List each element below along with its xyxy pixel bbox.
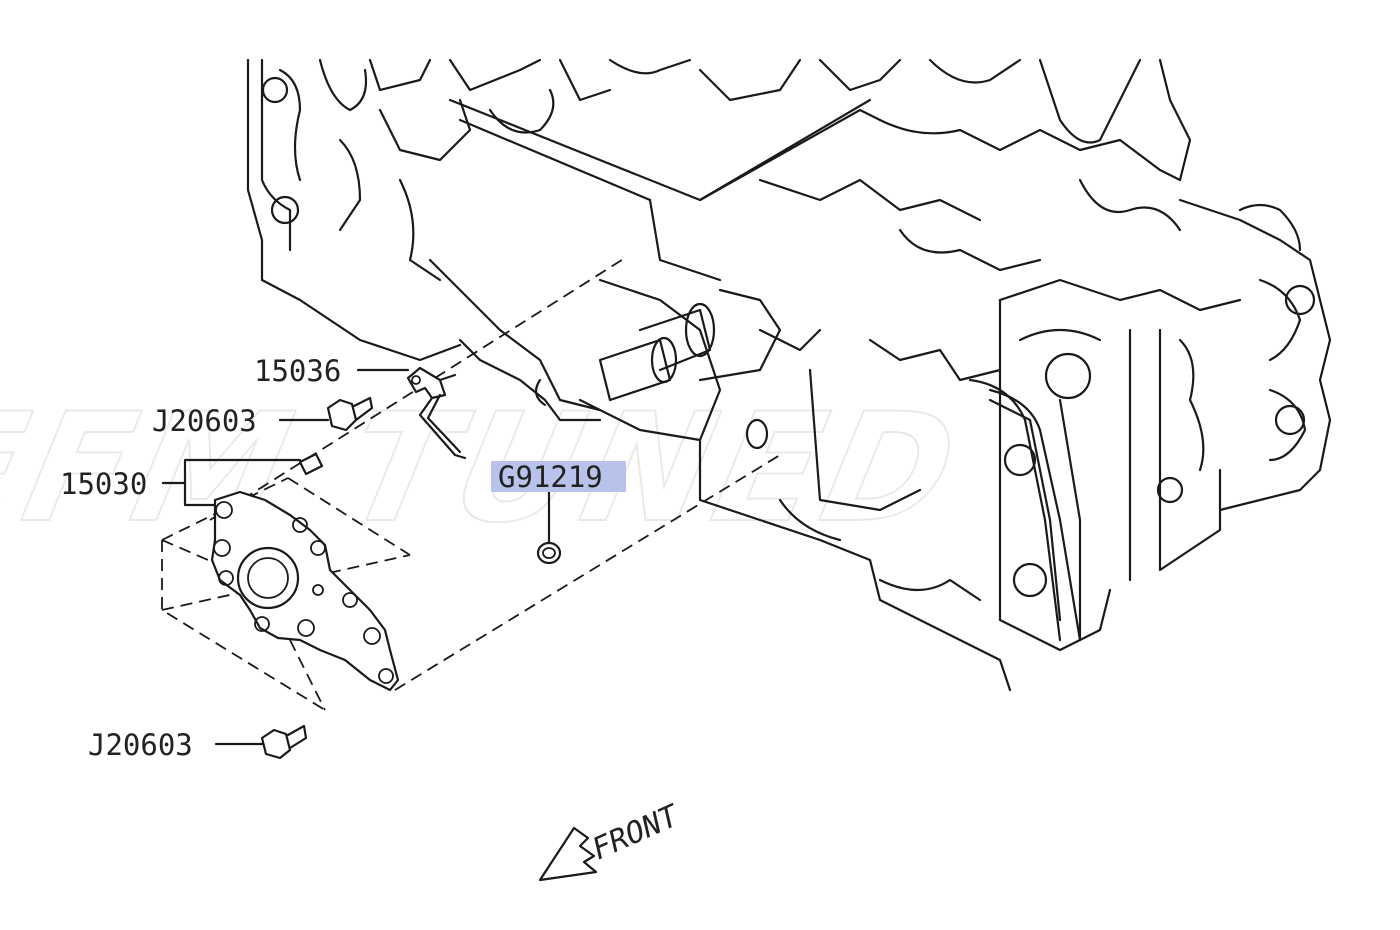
front-label: FRONT — [587, 798, 686, 867]
part-labels: 15036 J20603 15030 J20603 G91219 — [60, 354, 626, 762]
part-15030-plate — [210, 490, 400, 692]
bolt-lower — [260, 724, 308, 760]
front-arrow-icon — [538, 826, 598, 882]
label-15030[interactable]: 15030 — [60, 467, 147, 501]
label-j20603-lower[interactable]: J20603 — [88, 728, 193, 762]
engine-block-drawing — [246, 58, 1332, 692]
assembly-guide-lines — [161, 257, 781, 711]
dowel-pin — [298, 452, 324, 476]
front-indicator: FRONT — [538, 798, 686, 882]
label-g91219[interactable]: G91219 — [498, 460, 603, 494]
part-15036-bracket — [406, 366, 467, 460]
highlight-box — [491, 461, 626, 492]
label-j20603-upper[interactable]: J20603 — [152, 404, 257, 438]
bolt-upper — [326, 396, 374, 432]
label-15036[interactable]: 15036 — [254, 354, 341, 388]
leader-lines — [161, 368, 551, 746]
